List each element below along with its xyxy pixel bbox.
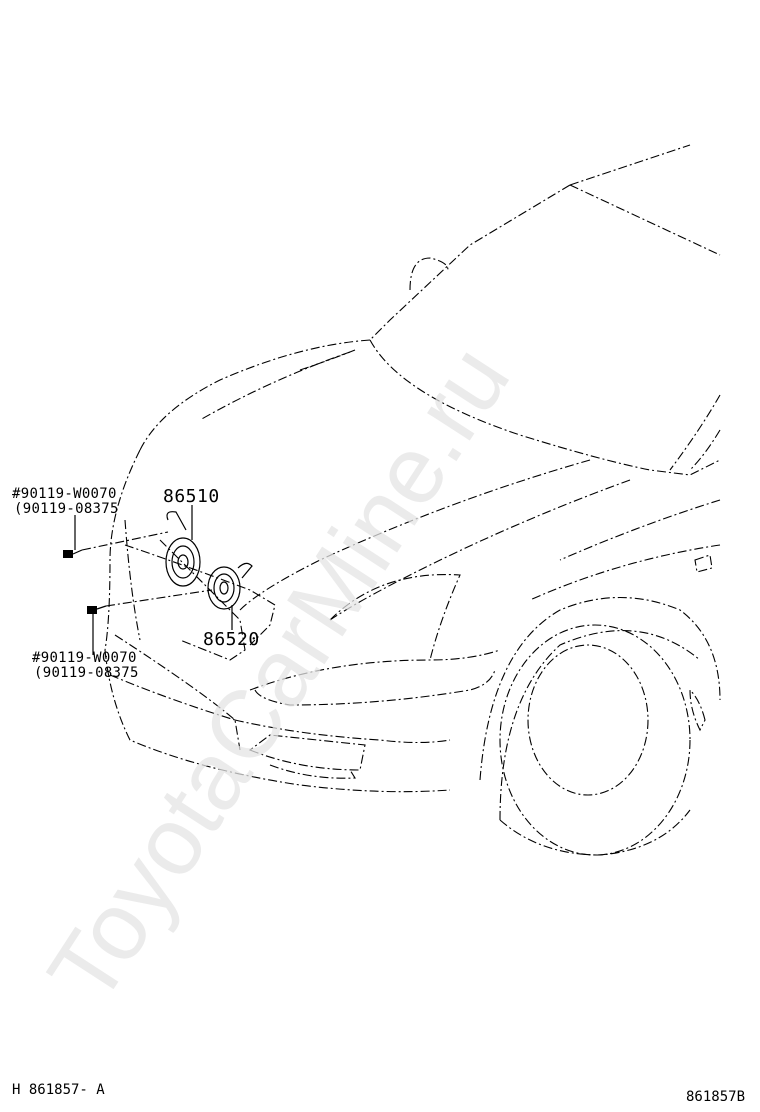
footer-ref-right: 861857B: [686, 1089, 746, 1105]
part-label-86510: 86510: [163, 486, 220, 507]
footer-ref-left: H 861857- A: [12, 1082, 105, 1098]
horn-86510: [165, 505, 201, 587]
bolt-lower-primary-code: #90119-W0070: [32, 650, 137, 666]
bolt-lower: [87, 589, 213, 655]
part-label-86520: 86520: [203, 629, 260, 650]
bolt-lower-alt-code: (90119-08375: [34, 665, 139, 681]
bolt-upper-alt-code: (90119-08375: [14, 501, 119, 517]
horn-86520: [207, 562, 253, 630]
car-body-outline: [104, 144, 721, 856]
bolt-upper: [63, 515, 169, 558]
bolt-upper-primary-code: #90119-W0070: [12, 486, 117, 502]
